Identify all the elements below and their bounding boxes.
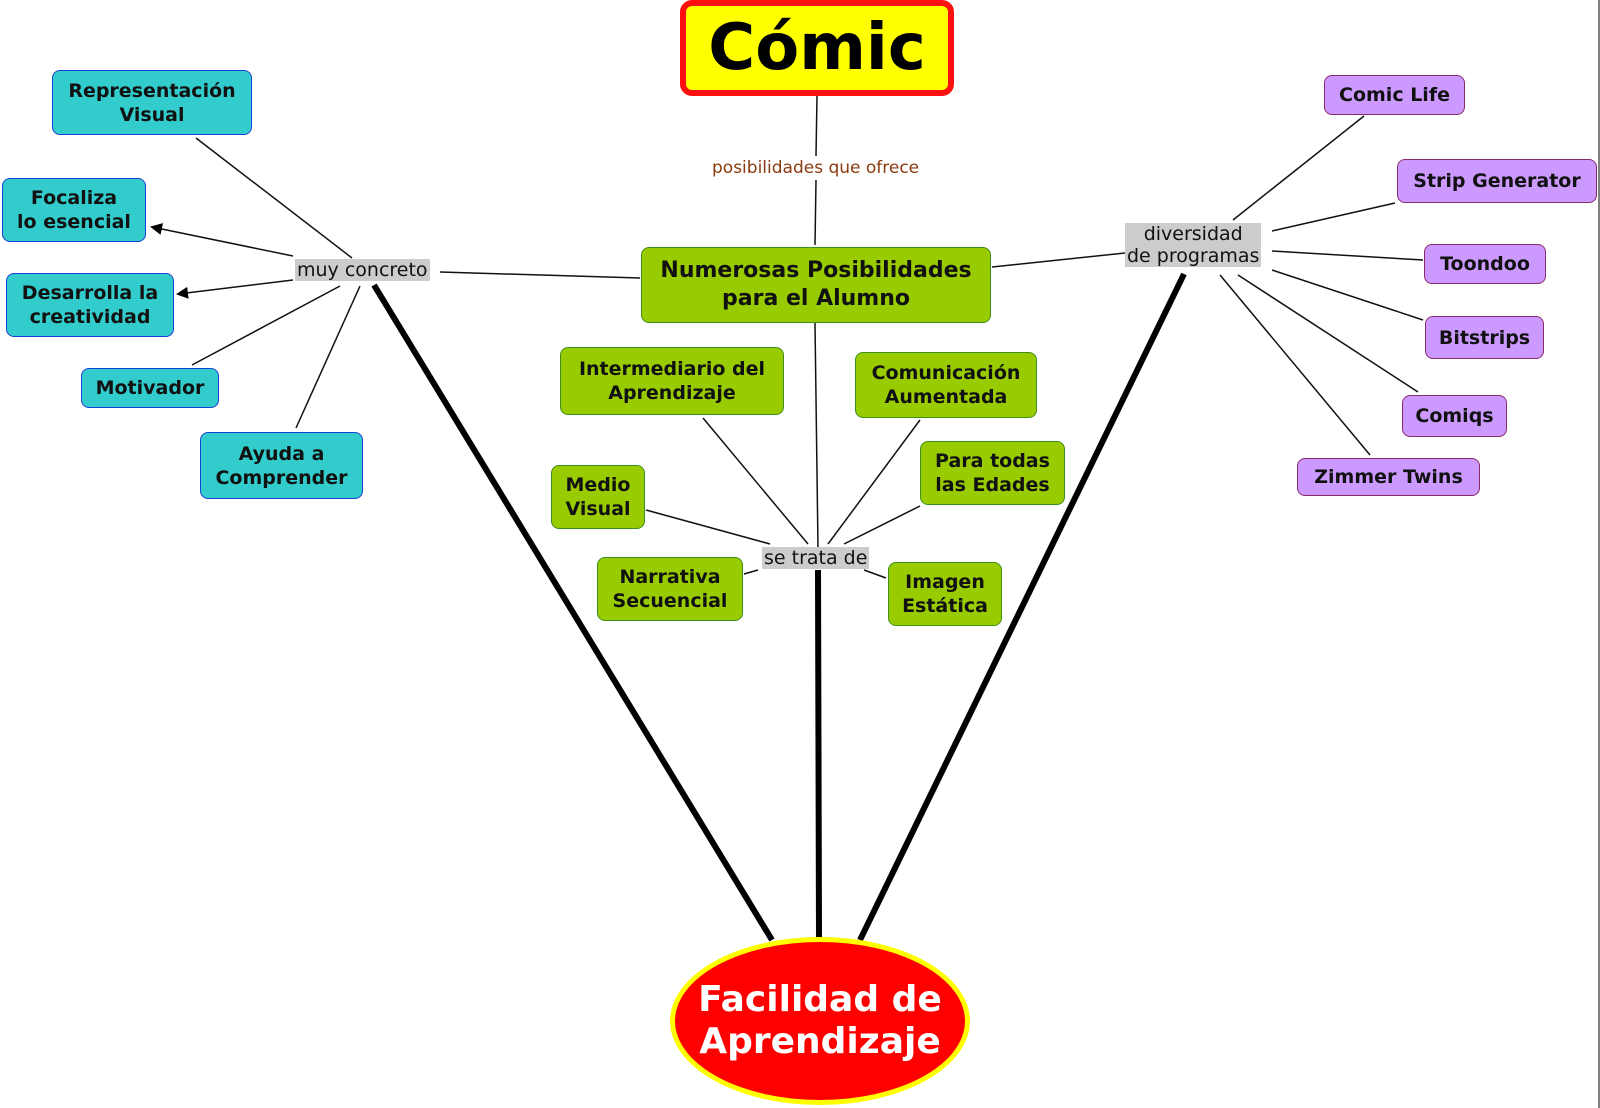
middle-node-medio-visual[interactable]: Medio Visual xyxy=(551,465,645,529)
node-text: Comunicación Aumentada xyxy=(871,362,1021,408)
node-text: Medio Visual xyxy=(565,474,631,520)
node-text: Desarrolla la creatividad xyxy=(21,282,159,328)
node-text: Focaliza lo esencial xyxy=(17,187,131,233)
center-node[interactable]: Numerosas Posibilidades para el Alumno xyxy=(641,247,991,323)
middle-node-intermediario[interactable]: Intermediario del Aprendizaje xyxy=(560,347,784,415)
center-node-text: Numerosas Posibilidades para el Alumno xyxy=(660,258,972,311)
node-text: Strip Generator xyxy=(1413,170,1581,192)
right-node-zimmer-twins[interactable]: Zimmer Twins xyxy=(1297,458,1480,496)
right-node-toondoo[interactable]: Toondoo xyxy=(1424,244,1546,284)
bottom-node-text: Facilidad de Aprendizaje xyxy=(698,979,942,1062)
left-node-ayuda[interactable]: Ayuda a Comprender xyxy=(200,432,363,499)
node-text: Motivador xyxy=(95,377,205,399)
link-label-right: diversidad de programas xyxy=(1125,223,1262,267)
right-node-comic-life[interactable]: Comic Life xyxy=(1324,75,1465,115)
left-node-motivador[interactable]: Motivador xyxy=(81,368,219,408)
right-border xyxy=(1598,0,1600,1108)
node-text: Para todas las Edades xyxy=(935,450,1050,496)
left-node-desarrolla[interactable]: Desarrolla la creatividad xyxy=(6,273,174,337)
link-label-left: muy concreto xyxy=(295,259,430,281)
node-text: Bitstrips xyxy=(1438,326,1531,349)
node-text: Imagen Estática xyxy=(902,571,988,617)
node-text: Toondoo xyxy=(1440,253,1530,275)
right-node-strip-generator[interactable]: Strip Generator xyxy=(1397,159,1597,203)
left-node-representacion[interactable]: Representación Visual xyxy=(52,70,252,135)
right-node-bitstrips[interactable]: Bitstrips xyxy=(1425,316,1544,359)
node-text: Intermediario del Aprendizaje xyxy=(578,358,766,404)
middle-node-comunicacion[interactable]: Comunicación Aumentada xyxy=(855,352,1037,418)
node-text: Comic Life xyxy=(1339,84,1450,106)
node-text: Ayuda a Comprender xyxy=(215,442,348,489)
link-label-root: posibilidades que ofrece xyxy=(712,158,920,178)
left-node-focaliza[interactable]: Focaliza lo esencial xyxy=(2,178,146,242)
title-node[interactable]: Cómic xyxy=(680,0,954,96)
right-node-comiqs[interactable]: Comiqs xyxy=(1402,395,1507,437)
middle-node-para-todas[interactable]: Para todas las Edades xyxy=(920,441,1065,505)
middle-node-narrativa[interactable]: Narrativa Secuencial xyxy=(597,557,743,621)
title-text: Cómic xyxy=(708,11,926,85)
bottom-node-facilidad[interactable]: Facilidad de Aprendizaje xyxy=(670,937,970,1105)
middle-node-imagen[interactable]: Imagen Estática xyxy=(888,562,1002,626)
node-text: Zimmer Twins xyxy=(1314,466,1463,488)
node-text: Representación Visual xyxy=(68,79,236,126)
node-text: Narrativa Secuencial xyxy=(612,566,728,612)
link-label-middle: se trata de xyxy=(762,547,870,569)
node-text: Comiqs xyxy=(1415,405,1494,427)
